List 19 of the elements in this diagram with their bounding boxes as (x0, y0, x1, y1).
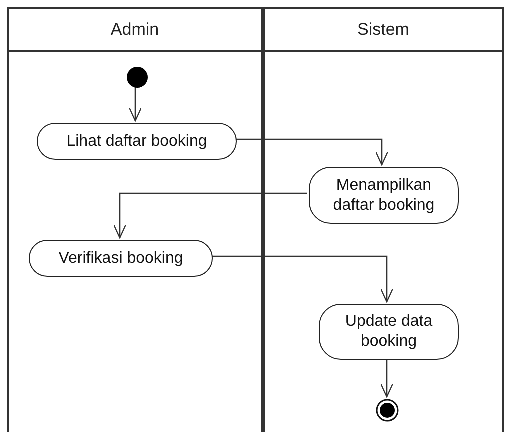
arrow (113, 192, 307, 239)
activity-node (37, 123, 237, 160)
arrow (128, 86, 142, 122)
swimlane (7, 7, 263, 432)
activity-label: Lihat daftar booking (66, 132, 208, 152)
activity-node (29, 240, 213, 277)
activity-label: Menampilkan daftar booking (332, 176, 436, 216)
arrow (235, 138, 389, 166)
activity-node (319, 304, 459, 360)
arrow (211, 256, 394, 303)
arrow (380, 358, 394, 398)
final-node (376, 399, 399, 422)
activity-node (309, 167, 459, 224)
initial-node (127, 67, 148, 88)
lane-heading: Sistem (358, 18, 410, 41)
activity-label: Verifikasi booking (58, 248, 184, 268)
activity-label: Update data booking (344, 312, 434, 352)
swimlane (263, 7, 504, 432)
lane-heading: Admin (110, 18, 160, 41)
